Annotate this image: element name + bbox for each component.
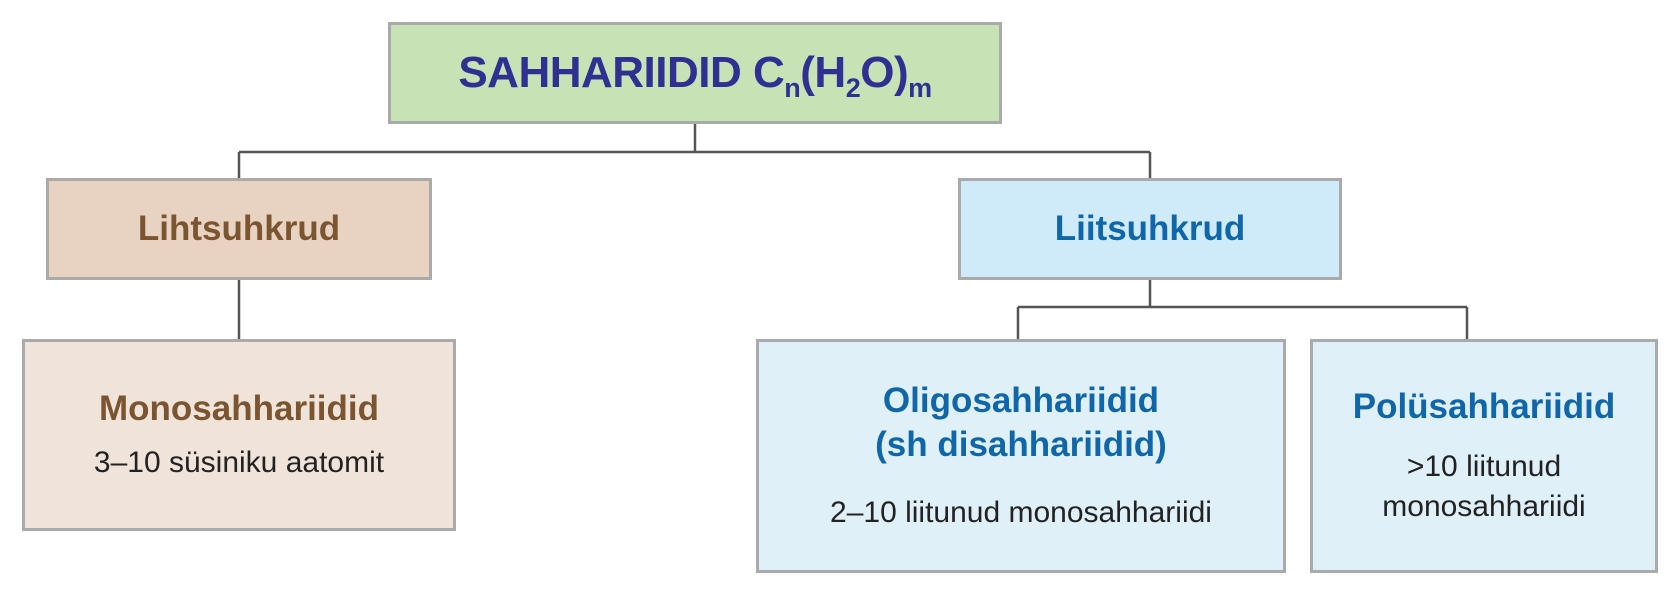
root-paren-close: O): [860, 48, 909, 97]
simple-sugars-label: Lihtsuhkrud: [137, 209, 341, 248]
oligosaccharides-title-line1: Oligosahhariidid: [882, 381, 1160, 420]
oligosaccharides-title-line2: (sh disahhariidid): [875, 425, 1167, 464]
node-saccharides: SAHHARIIDID Cn(H2O)m: [388, 22, 1002, 124]
root-title-main: SAHHARIIDID C: [458, 48, 785, 97]
polysaccharides-description-line2: monosahhariidi: [1382, 490, 1586, 523]
node-complex-sugars: Liitsuhkrud: [958, 178, 1342, 280]
root-title: SAHHARIIDID Cn(H2O)m: [458, 48, 932, 102]
node-monosaccharides: Monosahhariidid 3–10 süsiniku aatomit: [22, 339, 456, 531]
node-oligosaccharides: Oligosahhariidid (sh disahhariidid) 2–10…: [756, 339, 1286, 573]
complex-sugars-label: Liitsuhkrud: [1054, 209, 1246, 248]
polysaccharides-description-line1: >10 liitunud: [1406, 450, 1562, 483]
monosaccharides-title: Monosahhariidid: [99, 389, 379, 428]
polysaccharides-title: Polüsahhariidid: [1352, 387, 1616, 426]
root-paren-open: (H: [800, 48, 846, 97]
root-sub-2: 2: [845, 73, 861, 103]
root-sub-n: n: [784, 73, 801, 103]
root-sub-m: m: [908, 73, 932, 103]
node-polysaccharides: Polüsahhariidid >10 liitunud monosahhari…: [1310, 339, 1658, 573]
oligosaccharides-description: 2–10 liitunud monosahhariidi: [830, 496, 1212, 529]
node-simple-sugars: Lihtsuhkrud: [46, 178, 432, 280]
polysaccharides-description: >10 liitunud monosahhariidi: [1382, 447, 1585, 527]
monosaccharides-description: 3–10 süsiniku aatomit: [93, 446, 385, 479]
